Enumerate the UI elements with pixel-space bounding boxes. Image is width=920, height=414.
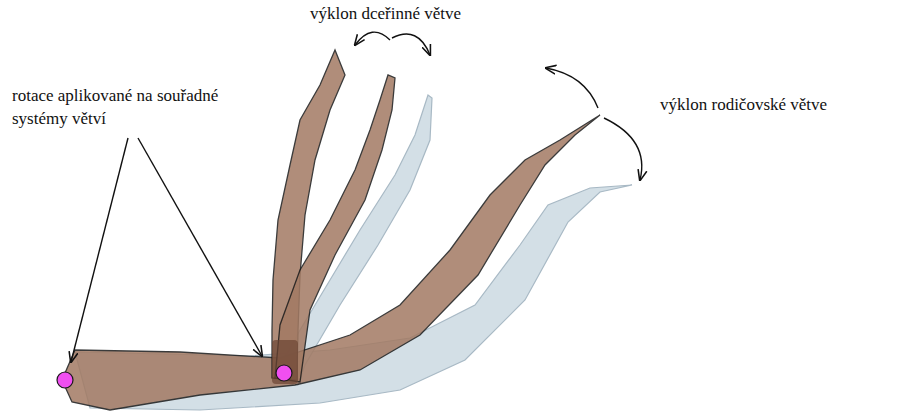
branch-junction xyxy=(272,340,298,384)
leader-line xyxy=(138,138,262,356)
label-text: rotace aplikované na souřadné systémy vě… xyxy=(12,84,248,130)
leader-line xyxy=(71,138,128,362)
deflection-arrow xyxy=(546,68,598,108)
deflection-arrow xyxy=(604,118,642,180)
pivot-dot xyxy=(276,365,292,381)
pivot-dot xyxy=(57,372,73,388)
deflection-arrow xyxy=(392,34,430,55)
label-text: výklon rodičovské větve xyxy=(660,93,916,116)
deflection-arrow xyxy=(355,32,390,45)
daughter-branch xyxy=(275,75,395,382)
label-text: výklon dceřinné větve xyxy=(310,2,530,25)
